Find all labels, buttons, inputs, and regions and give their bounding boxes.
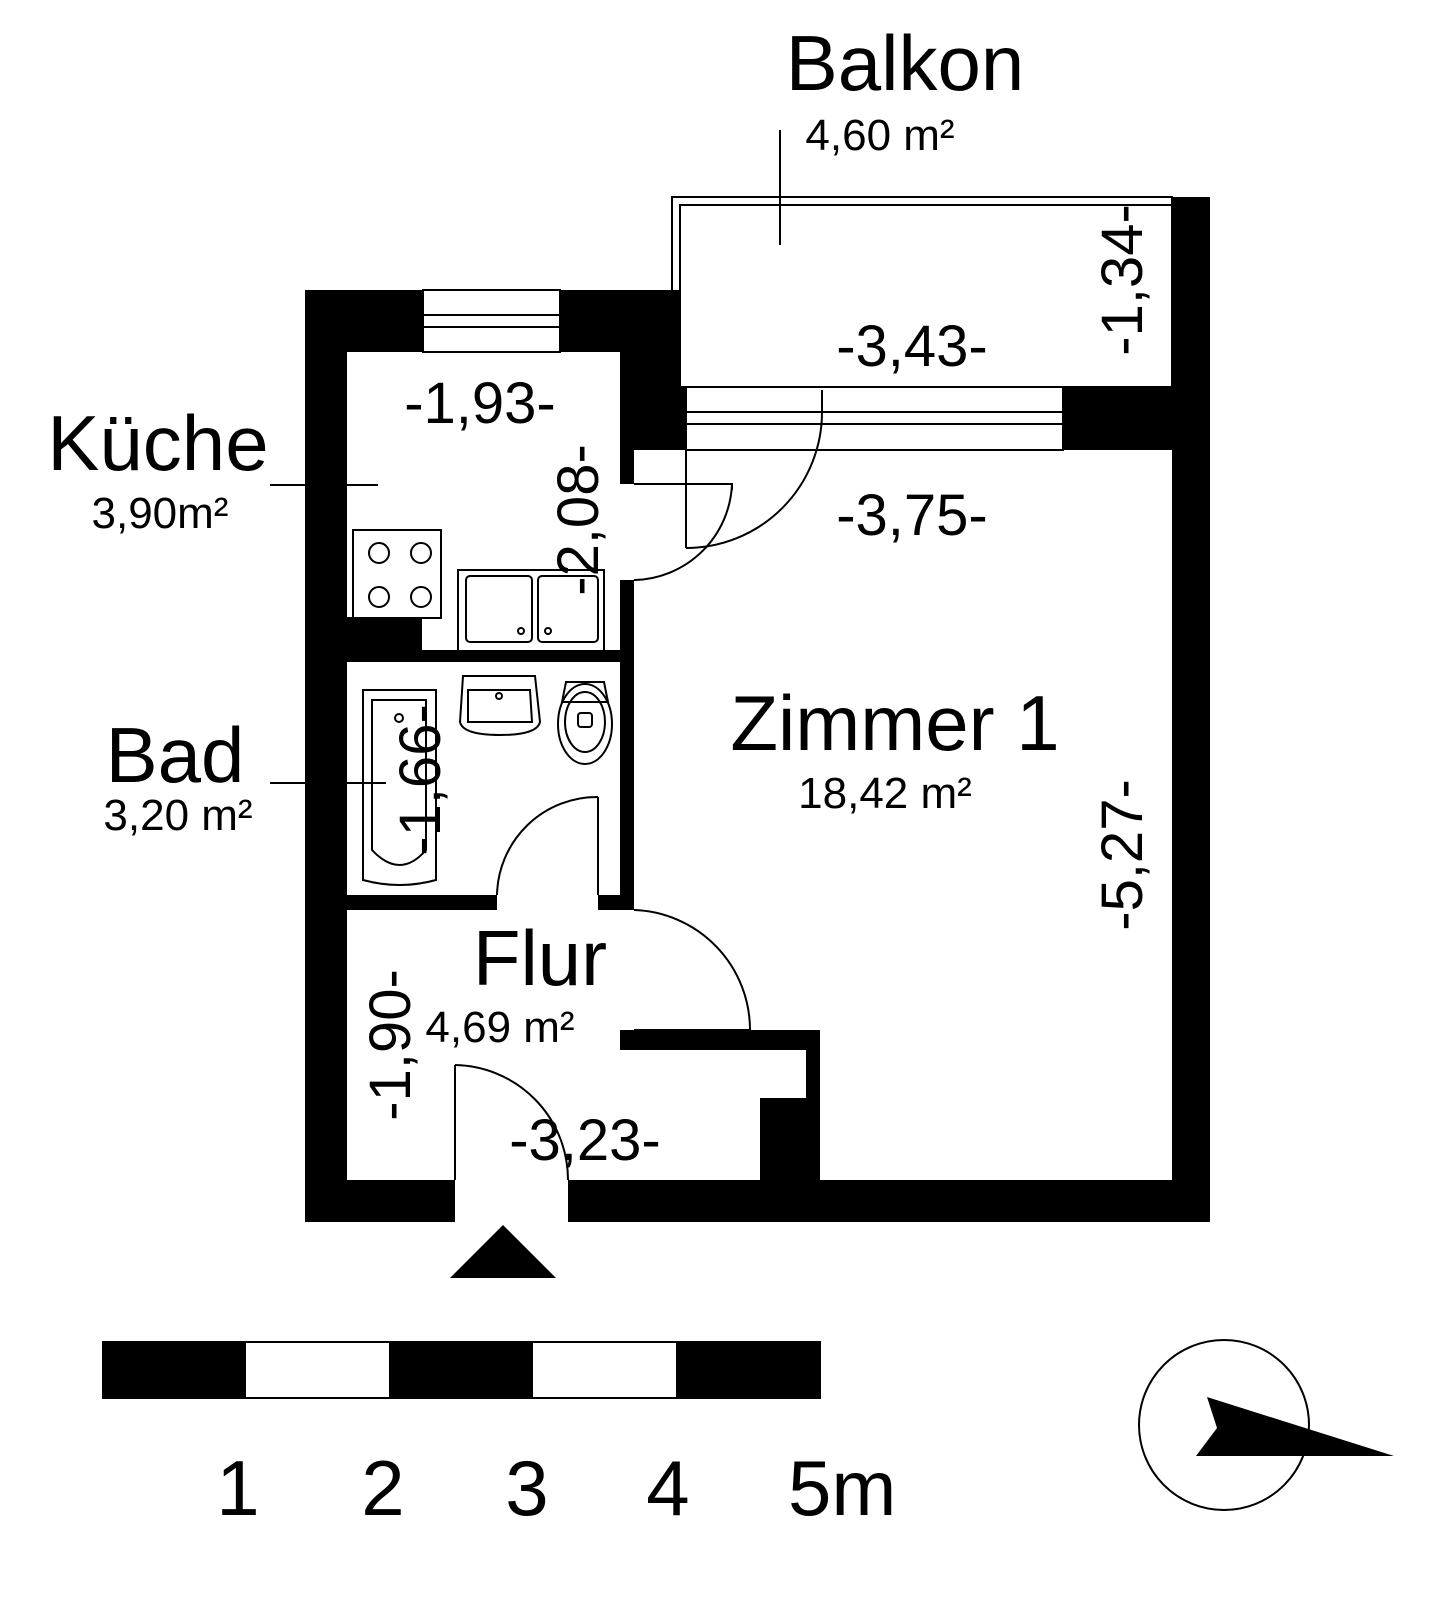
- dim-zimmer-width: -3,75-: [836, 483, 988, 548]
- room-area-zimmer: 18,42 m²: [798, 769, 972, 818]
- room-area-bad: 3,20 m²: [103, 791, 252, 840]
- sink-icon: [457, 569, 605, 657]
- room-area-kueche: 3,90m²: [92, 489, 229, 538]
- stove-icon: [352, 529, 442, 619]
- north-arrow-icon: [1138, 1339, 1394, 1511]
- dim-kueche-depth: -2,08-: [546, 444, 611, 596]
- scale-label-2: 2: [361, 1444, 404, 1532]
- washbasin-icon: [458, 675, 542, 737]
- room-area-balkon: 4,60 m²: [805, 111, 954, 160]
- room-name-balkon: Balkon: [786, 19, 1025, 107]
- kitchen-window: [422, 289, 561, 353]
- scale-label-4: 4: [646, 1444, 689, 1532]
- dim-zimmer-depth: -5,27-: [1090, 779, 1155, 931]
- dim-flur-width: -3,23-: [509, 1108, 661, 1173]
- dim-flur-depth: -1,90-: [358, 969, 423, 1121]
- room-name-zimmer: Zimmer 1: [730, 679, 1059, 767]
- scale-bar: [102, 1341, 821, 1399]
- scale-label-5m: 5m: [788, 1444, 896, 1532]
- room-area-flur: 4,69 m²: [425, 1003, 574, 1052]
- room-name-flur: Flur: [473, 914, 607, 1002]
- room-name-bad: Bad: [106, 711, 245, 799]
- toilet-icon: [557, 681, 613, 765]
- doors: [454, 411, 823, 1181]
- dim-balkon-width: -3,43-: [836, 314, 988, 379]
- scale-label-1: 1: [216, 1444, 259, 1532]
- dim-bad-depth: -1,66-: [388, 704, 453, 856]
- bathtub-icon: [362, 689, 437, 886]
- balcony-door-window: [685, 386, 1064, 451]
- room-name-kueche: Küche: [47, 399, 268, 487]
- walls: [305, 197, 1210, 1222]
- entrance-arrow-icon: [450, 1225, 556, 1278]
- dim-kueche-width: -1,93-: [404, 371, 556, 436]
- scale-label-3: 3: [505, 1444, 548, 1532]
- dim-balkon-depth: -1,34-: [1090, 204, 1155, 356]
